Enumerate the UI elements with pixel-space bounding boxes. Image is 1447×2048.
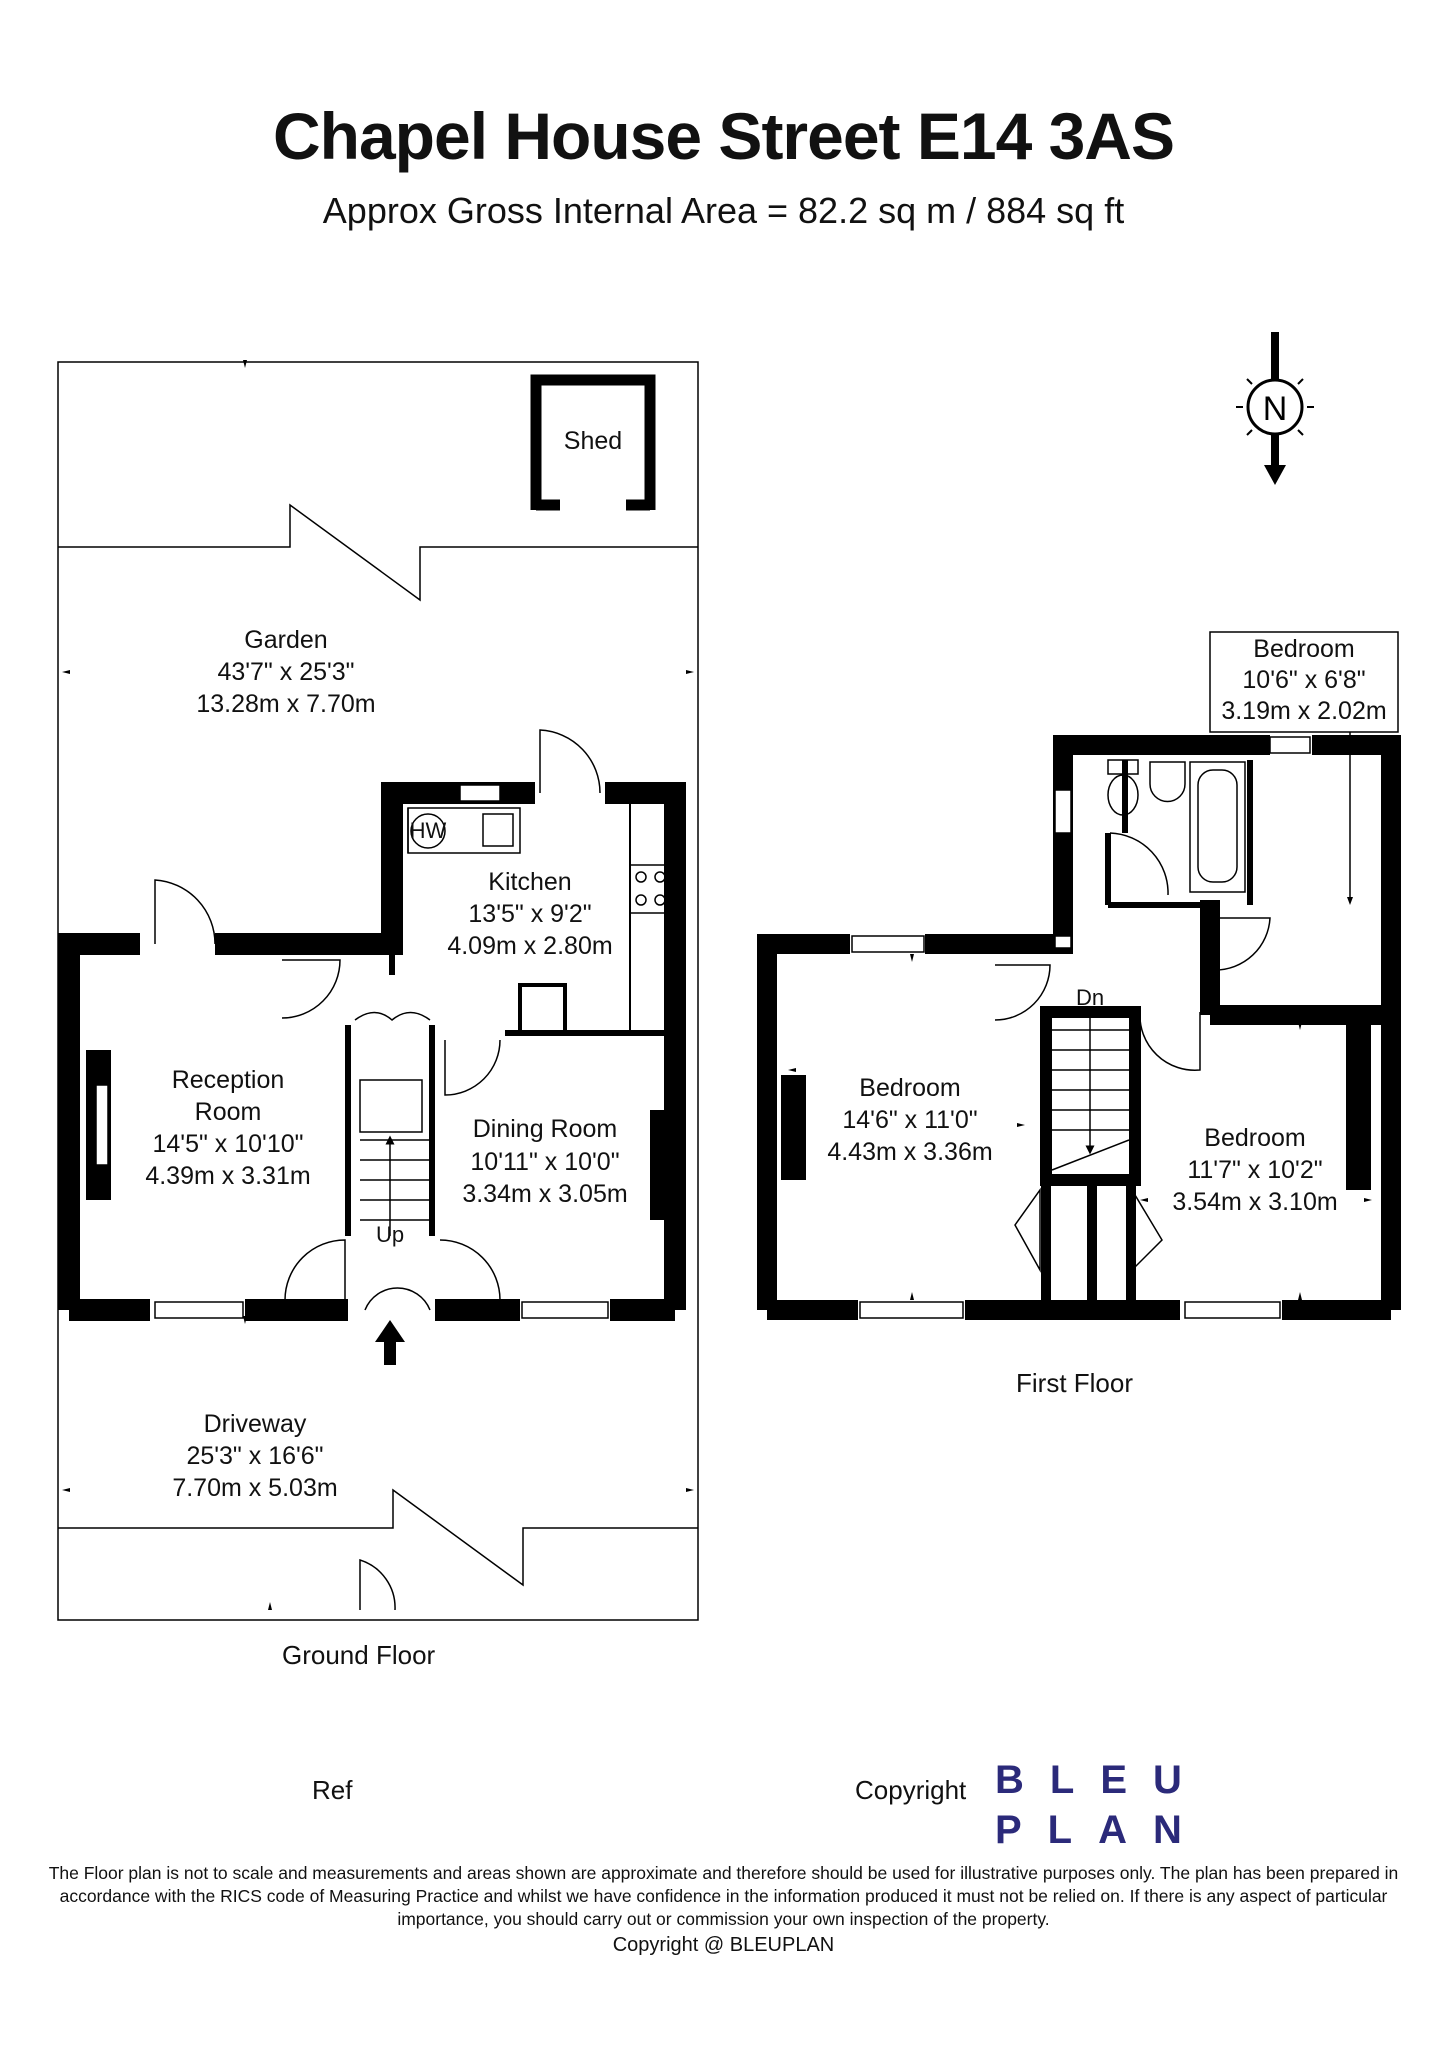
- first-room-labels: Bedroom 14'6" x 11'0" 4.43m x 3.36m Bedr…: [827, 1074, 1337, 1216]
- dining-label: Dining Room: [473, 1115, 618, 1143]
- stairs-up-label: Up: [376, 1222, 404, 1247]
- compass-letter: N: [1263, 390, 1288, 428]
- kitchen-imperial: 13'5" x 9'2": [468, 900, 591, 928]
- reception-metric: 4.39m x 3.31m: [145, 1162, 310, 1190]
- garden-label: Garden: [244, 626, 327, 654]
- copyright-label: Copyright: [855, 1775, 967, 1805]
- bedroom-main-label: Bedroom: [859, 1074, 960, 1102]
- compass-icon: N: [1236, 332, 1314, 485]
- kitchen-metric: 4.09m x 2.80m: [447, 932, 612, 960]
- driveway-imperial: 25'3" x 16'6": [186, 1442, 323, 1470]
- garden-imperial: 43'7" x 25'3": [217, 658, 354, 686]
- ground-dimension-arrows: [62, 360, 694, 1610]
- ground-floor-outline: [57, 361, 699, 1621]
- fireplace: [95, 1084, 109, 1166]
- first-windows: [851, 736, 1311, 1319]
- ground-doors: [154, 729, 601, 1611]
- hw-label: HW: [410, 818, 447, 843]
- entrance-arrow-icon: [375, 1320, 405, 1365]
- reception-imperial: 14'5" x 10'10": [152, 1130, 303, 1158]
- ref-label: Ref: [312, 1775, 353, 1805]
- chimney-breast-bedroom-right: [1346, 1015, 1371, 1190]
- stairs-down-label: Dn: [1076, 985, 1104, 1010]
- page-subtitle: Approx Gross Internal Area = 82.2 sq m /…: [322, 190, 1125, 231]
- reception-label-line2: Room: [195, 1098, 262, 1126]
- first-dimension-arrows: [788, 954, 1372, 1300]
- small-bedroom-callout: Bedroom 10'6" x 6'8" 3.19m x 2.02m: [1209, 631, 1399, 905]
- bedroom-small-label: Bedroom: [1253, 635, 1354, 663]
- first-floor-label: First Floor: [1016, 1368, 1133, 1398]
- bedroom-main-imperial: 14'6" x 11'0": [842, 1106, 977, 1134]
- page-title: Chapel House Street E14 3AS: [273, 99, 1175, 173]
- bedroom-right-label: Bedroom: [1204, 1124, 1305, 1152]
- kitchen-fixtures: [407, 807, 671, 914]
- bedroom-right-imperial: 11'7" x 10'2": [1187, 1156, 1322, 1184]
- bedroom-small-imperial: 10'6" x 6'8": [1242, 666, 1365, 694]
- bathroom-fixtures: [1107, 759, 1246, 896]
- kitchen-label: Kitchen: [488, 868, 571, 896]
- garden-metric: 13.28m x 7.70m: [196, 690, 375, 718]
- copyright-footer: Copyright @ BLEUPLAN: [612, 1934, 835, 1956]
- chimney-breast-bedroom: [781, 1075, 806, 1180]
- bleuplan-logo: BLEU PLAN: [995, 1755, 1208, 1855]
- dining-metric: 3.34m x 3.05m: [462, 1180, 627, 1208]
- ground-room-labels: Garden 43'7" x 25'3" 13.28m x 7.70m Kitc…: [145, 626, 627, 1502]
- driveway-metric: 7.70m x 5.03m: [172, 1474, 337, 1502]
- ground-floor-interior: [345, 804, 675, 1236]
- first-floor-walls: [757, 735, 1401, 1320]
- bedroom-small-metric: 3.19m x 2.02m: [1221, 697, 1386, 725]
- ground-windows: [154, 784, 609, 1319]
- ground-stairs: [359, 1079, 432, 1236]
- ground-floor-walls: [58, 782, 686, 1321]
- reception-label-line1: Reception: [172, 1066, 285, 1094]
- driveway-label: Driveway: [204, 1410, 307, 1438]
- ground-floor-label: Ground Floor: [282, 1640, 436, 1670]
- first-doors: [994, 917, 1271, 1273]
- logo-line1: BLEU: [995, 1758, 1208, 1802]
- bedroom-right-metric: 3.54m x 3.10m: [1172, 1188, 1337, 1216]
- first-floor-interior: [1060, 760, 1253, 944]
- bedroom-main-metric: 4.43m x 3.36m: [827, 1138, 992, 1166]
- disclaimer-text: The Floor plan is not to scale and measu…: [48, 1863, 1399, 1929]
- shed-label: Shed: [564, 427, 622, 455]
- logo-line2: PLAN: [995, 1808, 1208, 1852]
- chimney-breast-dining: [650, 1110, 675, 1220]
- first-stairs: [1040, 1006, 1141, 1310]
- dining-imperial: 10'11" x 10'0": [470, 1148, 619, 1176]
- shed: Shed: [530, 374, 656, 511]
